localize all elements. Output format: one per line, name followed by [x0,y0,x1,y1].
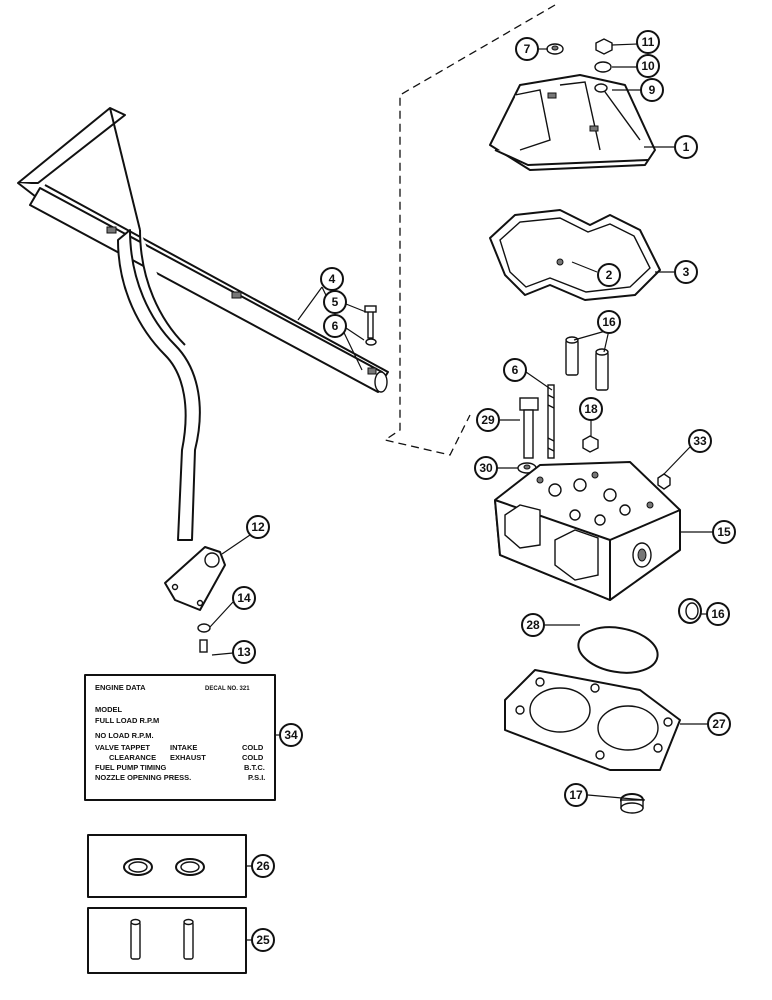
callout-17-label: 17 [569,788,583,802]
callout-9: 9 [640,78,664,102]
callout-10: 10 [636,54,660,78]
callout-13-label: 13 [237,645,251,659]
callout-6b-label: 6 [512,363,519,377]
callout-2-label: 2 [606,268,613,282]
callout-30-label: 30 [479,461,493,475]
callout-16-plug: 16 [706,602,730,626]
callout-26-label: 26 [256,859,270,873]
decal-full-load: FULL LOAD R.P.M [95,716,159,725]
o-ring [577,626,659,674]
callout-6-stud: 6 [503,358,527,382]
bolt-and-stud [517,384,555,474]
decal-psi: P.S.I. [248,773,265,782]
callout-6-washer: 6 [323,314,347,338]
callout-34: 34 [279,723,303,747]
engine-data-decal: ENGINE DATA DECAL NO. 321 MODEL FULL LOA… [84,674,276,801]
callout-7: 7 [515,37,539,61]
callout-6a-label: 6 [332,319,339,333]
callout-27-label: 27 [712,717,726,731]
callout-16a-label: 16 [602,315,616,329]
leader-lines [209,43,713,941]
callout-9-label: 9 [649,83,656,97]
callout-14: 14 [232,586,256,610]
callout-18: 18 [579,397,603,421]
callout-11-label: 11 [642,35,655,49]
callout-7-label: 7 [524,42,531,56]
dowel-pins [565,336,609,391]
callout-5: 5 [323,290,347,314]
callout-3-label: 3 [683,265,690,279]
handle-screw [364,305,377,346]
callout-4: 4 [320,267,344,291]
decal-intake: INTAKE [170,743,197,752]
ring-kit [87,834,247,898]
callout-29: 29 [476,408,500,432]
decal-no-load: NO LOAD R.P.M. [95,731,154,740]
decal-exhaust: EXHAUST [170,753,206,762]
decal-clearance: CLEARANCE [109,753,156,762]
callout-15: 15 [712,520,736,544]
callout-29-label: 29 [481,413,495,427]
callout-10-label: 10 [641,59,655,73]
callout-13: 13 [232,640,256,664]
callout-34-label: 34 [284,728,298,742]
assembly-dashed-line [383,4,556,456]
callout-1-label: 1 [683,140,690,154]
pin-kit [87,907,247,974]
plate-parts [164,546,226,653]
callout-28-label: 28 [526,618,540,632]
callout-14-label: 14 [237,591,251,605]
callout-11: 11 [636,30,660,54]
callout-17: 17 [564,783,588,807]
valve-cover [489,74,656,171]
callout-33-label: 33 [693,434,707,448]
callout-27: 27 [707,712,731,736]
ring-17 [620,793,644,814]
callout-28: 28 [521,613,545,637]
callout-30: 30 [474,456,498,480]
callout-18-label: 18 [584,402,598,416]
callout-16-pins: 16 [597,310,621,334]
callout-4-label: 4 [329,272,336,286]
decal-cold-1: COLD [242,743,264,752]
decal-number: DECAL NO. 321 [205,686,250,692]
callout-12: 12 [246,515,270,539]
callout-25: 25 [251,928,275,952]
callout-16b-label: 16 [711,607,725,621]
callout-15-label: 15 [717,525,731,539]
callout-33: 33 [688,429,712,453]
decal-cold-2: COLD [242,753,264,762]
decal-title: ENGINE DATA [95,683,146,692]
callout-3: 3 [674,260,698,284]
decal-fuel-pump: FUEL PUMP TIMING [95,763,167,772]
lifting-handle [17,107,389,541]
callout-25-label: 25 [256,933,270,947]
head-gasket [504,669,681,771]
callout-1: 1 [674,135,698,159]
cover-hardware [546,38,613,93]
decal-valve-tappet: VALVE TAPPET [95,743,150,752]
callout-26: 26 [251,854,275,878]
seal-ring [678,598,702,624]
decal-nozzle: NOZZLE OPENING PRESS. [95,773,191,782]
callout-12-label: 12 [251,520,265,534]
decal-model: MODEL [95,705,123,714]
cylinder-head [494,461,681,601]
cover-gasket [489,209,661,301]
callout-5-label: 5 [332,295,339,309]
small-nuts [582,435,671,490]
callout-2: 2 [597,263,621,287]
decal-btc: B.T.C. [244,763,265,772]
